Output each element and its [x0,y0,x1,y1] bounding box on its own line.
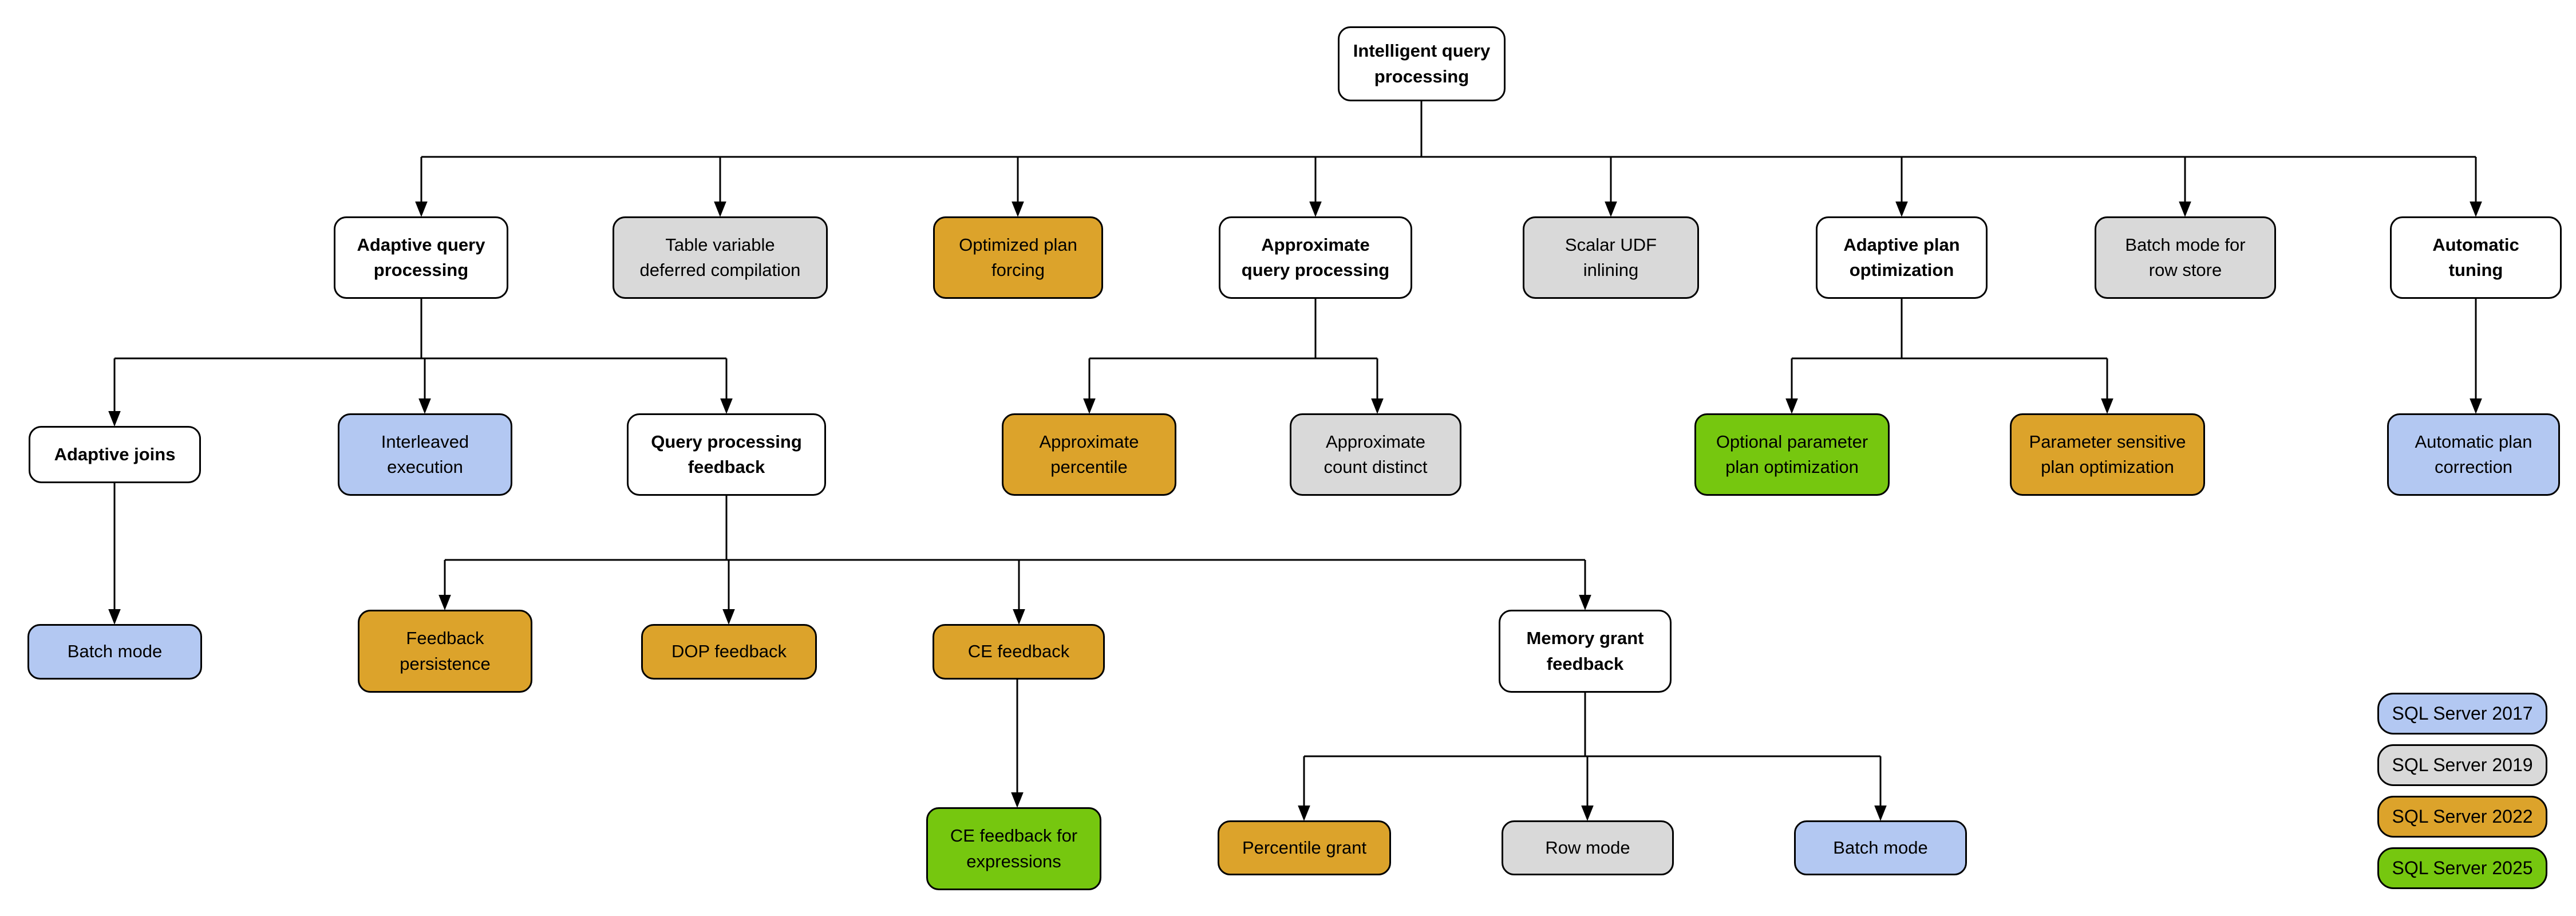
node-batch-mode-memory-grant: Batch mode [1794,820,1967,875]
node-row-mode: Row mode [1502,820,1674,875]
node-batch-mode-for-row-store: Batch mode for row store [2095,216,2276,299]
node-intelligent-query-processing: Intelligent query processing [1338,26,1506,101]
connector-mgf-bus [1304,693,1880,757]
node-adaptive-plan-optimization: Adaptive plan optimization [1816,216,1988,299]
node-parameter-sensitive-plan-optimization: Parameter sensitive plan optimization [2010,413,2205,496]
node-batch-mode-adaptive-joins: Batch mode [27,624,202,680]
connector-root-bus [421,101,2476,158]
connector-qpf-bus [445,496,1585,561]
legend-item-sql-server-2017: SQL Server 2017 [2377,693,2547,735]
node-approximate-query-processing: Approximate query processing [1219,216,1412,299]
node-automatic-plan-correction: Automatic plan correction [2387,413,2560,496]
node-percentile-grant: Percentile grant [1218,820,1391,875]
node-ce-feedback-for-expressions: CE feedback for expressions [926,807,1101,890]
node-ce-feedback: CE feedback [933,624,1105,680]
node-memory-grant-feedback: Memory grant feedback [1499,610,1672,693]
connector-aqp-bus [114,299,726,360]
connector-apo-bus [1792,299,2107,360]
node-automatic-tuning: Automatic tuning [2390,216,2562,299]
node-scalar-udf-inlining: Scalar UDF inlining [1523,216,1699,299]
node-table-variable-deferred-compilation: Table variable deferred compilation [613,216,828,299]
node-query-processing-feedback: Query processing feedback [627,413,826,496]
node-approximate-percentile: Approximate percentile [1002,413,1176,496]
legend-item-sql-server-2022: SQL Server 2022 [2377,796,2547,838]
node-adaptive-joins: Adaptive joins [29,426,201,483]
node-optional-parameter-plan-optimization: Optional parameter plan optimization [1694,413,1890,496]
node-feedback-persistence: Feedback persistence [358,610,532,693]
legend-item-sql-server-2025: SQL Server 2025 [2377,847,2547,889]
node-approximate-count-distinct: Approximate count distinct [1290,413,1461,496]
node-optimized-plan-forcing: Optimized plan forcing [933,216,1103,299]
node-dop-feedback: DOP feedback [641,624,817,680]
node-adaptive-query-processing: Adaptive query processing [334,216,508,299]
node-interleaved-execution: Interleaved execution [338,413,512,496]
legend-item-sql-server-2019: SQL Server 2019 [2377,744,2547,786]
connector-axqp-bus [1089,299,1377,360]
